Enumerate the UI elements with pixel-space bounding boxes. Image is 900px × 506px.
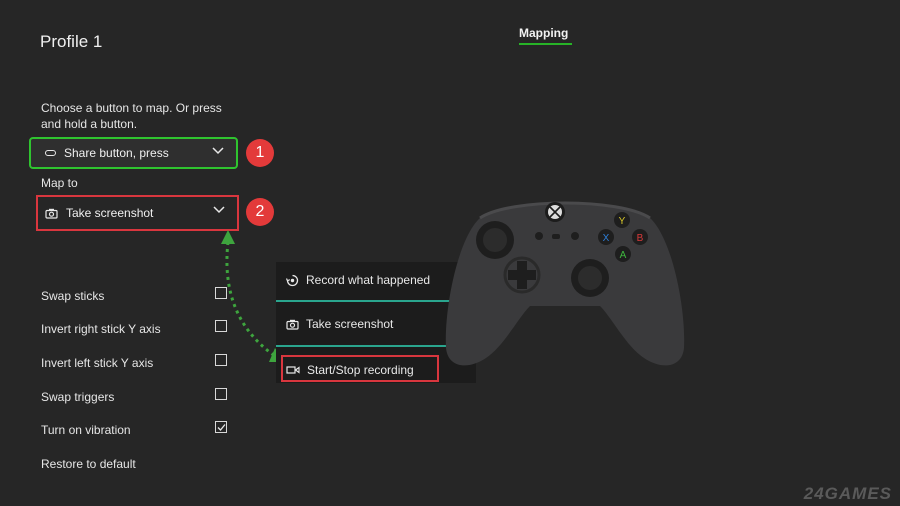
checkbox-unchecked[interactable]: [215, 287, 227, 299]
menu-item-label: Take screenshot: [306, 317, 394, 331]
share-button-icon: [45, 150, 56, 156]
button-select-dropdown[interactable]: Share button, press: [29, 137, 238, 169]
map-to-dropdown[interactable]: Take screenshot: [36, 195, 239, 231]
checkbox-unchecked[interactable]: [215, 354, 227, 366]
option-label: Invert right stick Y axis: [41, 322, 161, 336]
mapping-instruction: Choose a button to map. Or press and hol…: [41, 101, 222, 131]
svg-text:A: A: [620, 250, 627, 261]
option-label: Turn on vibration: [41, 423, 131, 437]
option-label: Invert left stick Y axis: [41, 356, 154, 370]
face-button-x: X: [598, 229, 614, 245]
menu-focus-border-bottom: [276, 345, 476, 347]
menu-item-take-screenshot[interactable]: Take screenshot: [276, 316, 476, 332]
profile-title: Profile 1: [40, 32, 103, 51]
option-vibration[interactable]: Turn on vibration: [41, 421, 231, 439]
controller-image: Y X B A: [445, 201, 685, 366]
chevron-down-icon: [212, 147, 224, 155]
chevron-down-icon: [213, 206, 225, 214]
callout-badge-2: 2: [246, 198, 274, 226]
option-swap-triggers[interactable]: Swap triggers: [41, 388, 231, 406]
watermark-logo: 24GAMES: [803, 484, 892, 503]
restore-default-label: Restore to default: [41, 457, 136, 471]
map-to-value: Take screenshot: [66, 206, 154, 220]
svg-text:X: X: [603, 233, 610, 244]
menu-item-record-what-happened[interactable]: Record what happened: [276, 272, 476, 288]
video-icon: [286, 366, 300, 374]
menu-item-start-stop-recording[interactable]: Start/Stop recording: [276, 362, 476, 378]
svg-text:Y: Y: [619, 216, 626, 227]
record-icon: [286, 274, 299, 286]
callout-badge-1: 1: [246, 139, 274, 167]
menu-callout-highlight: [281, 355, 439, 382]
menu-focus-border-top: [276, 300, 476, 302]
map-to-menu: Record what happened Take screenshot Sta…: [276, 262, 476, 383]
checkbox-checked[interactable]: [215, 421, 227, 433]
tab-mapping[interactable]: Mapping: [519, 26, 569, 40]
checkmark-icon: [217, 423, 226, 431]
map-to-label: Map to: [41, 176, 78, 190]
menu-item-label: Start/Stop recording: [307, 363, 414, 377]
checkbox-unchecked[interactable]: [215, 320, 227, 332]
svg-text:B: B: [637, 233, 644, 244]
option-label: Swap sticks: [41, 289, 105, 303]
tab-active-indicator: [519, 43, 572, 45]
face-button-y: Y: [614, 212, 630, 228]
option-label: Swap triggers: [41, 390, 115, 404]
camera-icon: [45, 208, 58, 219]
checkbox-unchecked[interactable]: [215, 388, 227, 400]
menu-item-label: Record what happened: [306, 273, 431, 287]
restore-default-button[interactable]: Restore to default: [41, 455, 231, 473]
button-select-value: Share button, press: [64, 146, 169, 160]
option-swap-sticks[interactable]: Swap sticks: [41, 287, 231, 305]
face-button-a: A: [615, 246, 631, 262]
option-invert-left-y[interactable]: Invert left stick Y axis: [41, 354, 231, 372]
face-button-b: B: [632, 229, 648, 245]
option-invert-right-y[interactable]: Invert right stick Y axis: [41, 320, 231, 338]
camera-icon: [286, 319, 299, 330]
